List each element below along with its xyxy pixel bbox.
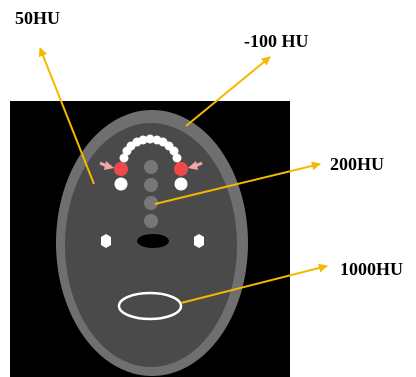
insert-dot [144, 160, 158, 174]
label-50hu: 50HU [15, 8, 60, 28]
air-cavity [137, 234, 169, 248]
tooth-dot [173, 154, 182, 163]
tooth-dot [115, 178, 128, 191]
bone-insert-left [101, 234, 111, 248]
bone-insert-right [194, 234, 204, 248]
insert-dot [144, 214, 158, 228]
label-1000hu: 1000HU [340, 259, 403, 279]
red-marker-left [114, 162, 128, 176]
insert-dot [144, 178, 158, 192]
label-minus100hu: -100 HU [244, 31, 309, 51]
red-marker-right [174, 162, 188, 176]
label-200hu: 200HU [330, 154, 384, 174]
tooth-dot [175, 178, 188, 191]
